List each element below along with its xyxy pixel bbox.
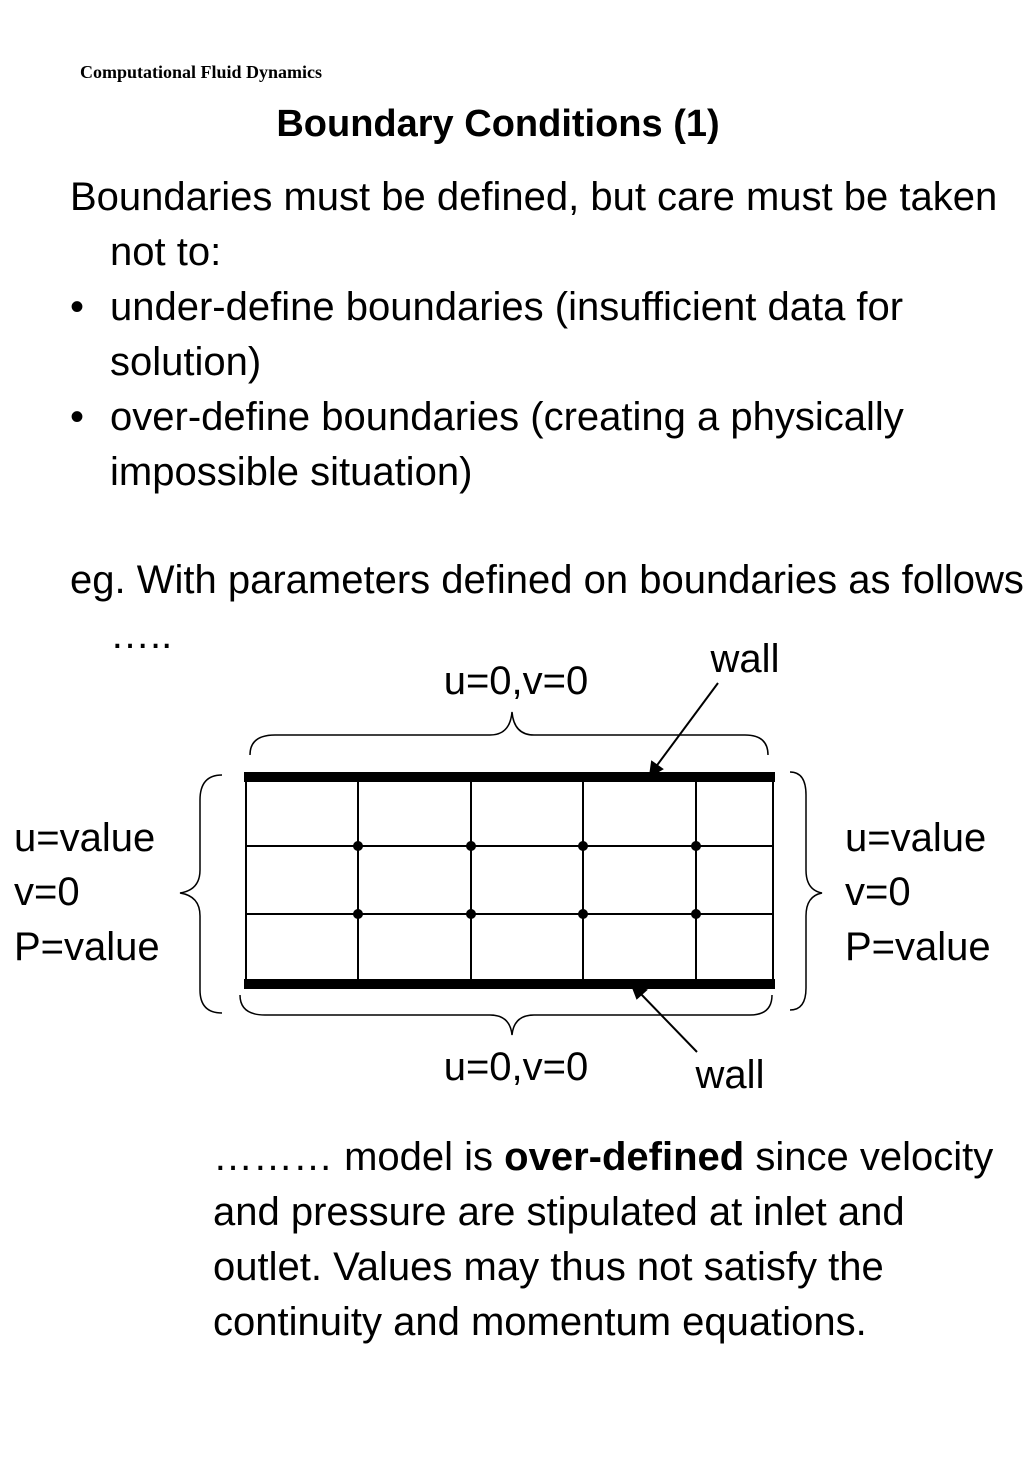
right-v-label: v=0: [845, 870, 911, 914]
bullet-text: over-define boundaries (creating a physi…: [110, 395, 904, 494]
bullet-list: • under-define boundaries (insufficient …: [70, 280, 1020, 500]
conclusion-prefix: ……… model is: [213, 1135, 505, 1179]
wall-arrows: [630, 682, 719, 1053]
top-wall: [244, 772, 775, 782]
left-p-label: P=value: [14, 925, 160, 969]
wall-label-bottom: wall: [695, 1053, 765, 1097]
braces: [179, 711, 823, 1036]
bullet-icon: •: [70, 395, 85, 439]
intro-paragraph: Boundaries must be defined, but care mus…: [70, 175, 998, 274]
left-u-label: u=value: [14, 816, 155, 860]
conclusion-emphasis: over-defined: [504, 1135, 745, 1179]
right-p-label: P=value: [845, 925, 991, 969]
wall-label-top: wall: [710, 637, 780, 681]
bottom-condition-label: u=0,v=0: [444, 1045, 589, 1089]
left-v-label: v=0: [14, 870, 80, 914]
conclusion-paragraph: ……… model is over-defined since velocity…: [213, 1130, 1013, 1350]
right-brace: [789, 771, 823, 1011]
bottom-wall: [244, 979, 775, 989]
bullet-icon: •: [70, 285, 85, 329]
bottom-brace: [239, 994, 773, 1036]
grid-nodes: [353, 841, 701, 919]
conclusion-suffix: since velocity and pressure are stipulat…: [213, 1135, 994, 1344]
bullet-item-over-define: • over-define boundaries (creating a phy…: [70, 390, 1020, 500]
bullet-item-under-define: • under-define boundaries (insufficient …: [70, 280, 1020, 390]
top-condition-label: u=0,v=0: [444, 659, 589, 703]
grid-lines: [245, 777, 774, 984]
header-title: Computational Fluid Dynamics: [80, 62, 323, 82]
example-paragraph: eg. With parameters defined on boundarie…: [70, 558, 1024, 657]
bullet-text: under-define boundaries (insufficient da…: [110, 285, 904, 384]
slide-title: Boundary Conditions (1): [276, 103, 720, 145]
right-u-label: u=value: [845, 816, 986, 860]
top-brace: [249, 711, 769, 756]
boundary-diagram: u=0,v=0 wall u=0,v=0 wall u=value v=0 P=…: [14, 637, 991, 1097]
left-brace: [179, 774, 223, 1014]
